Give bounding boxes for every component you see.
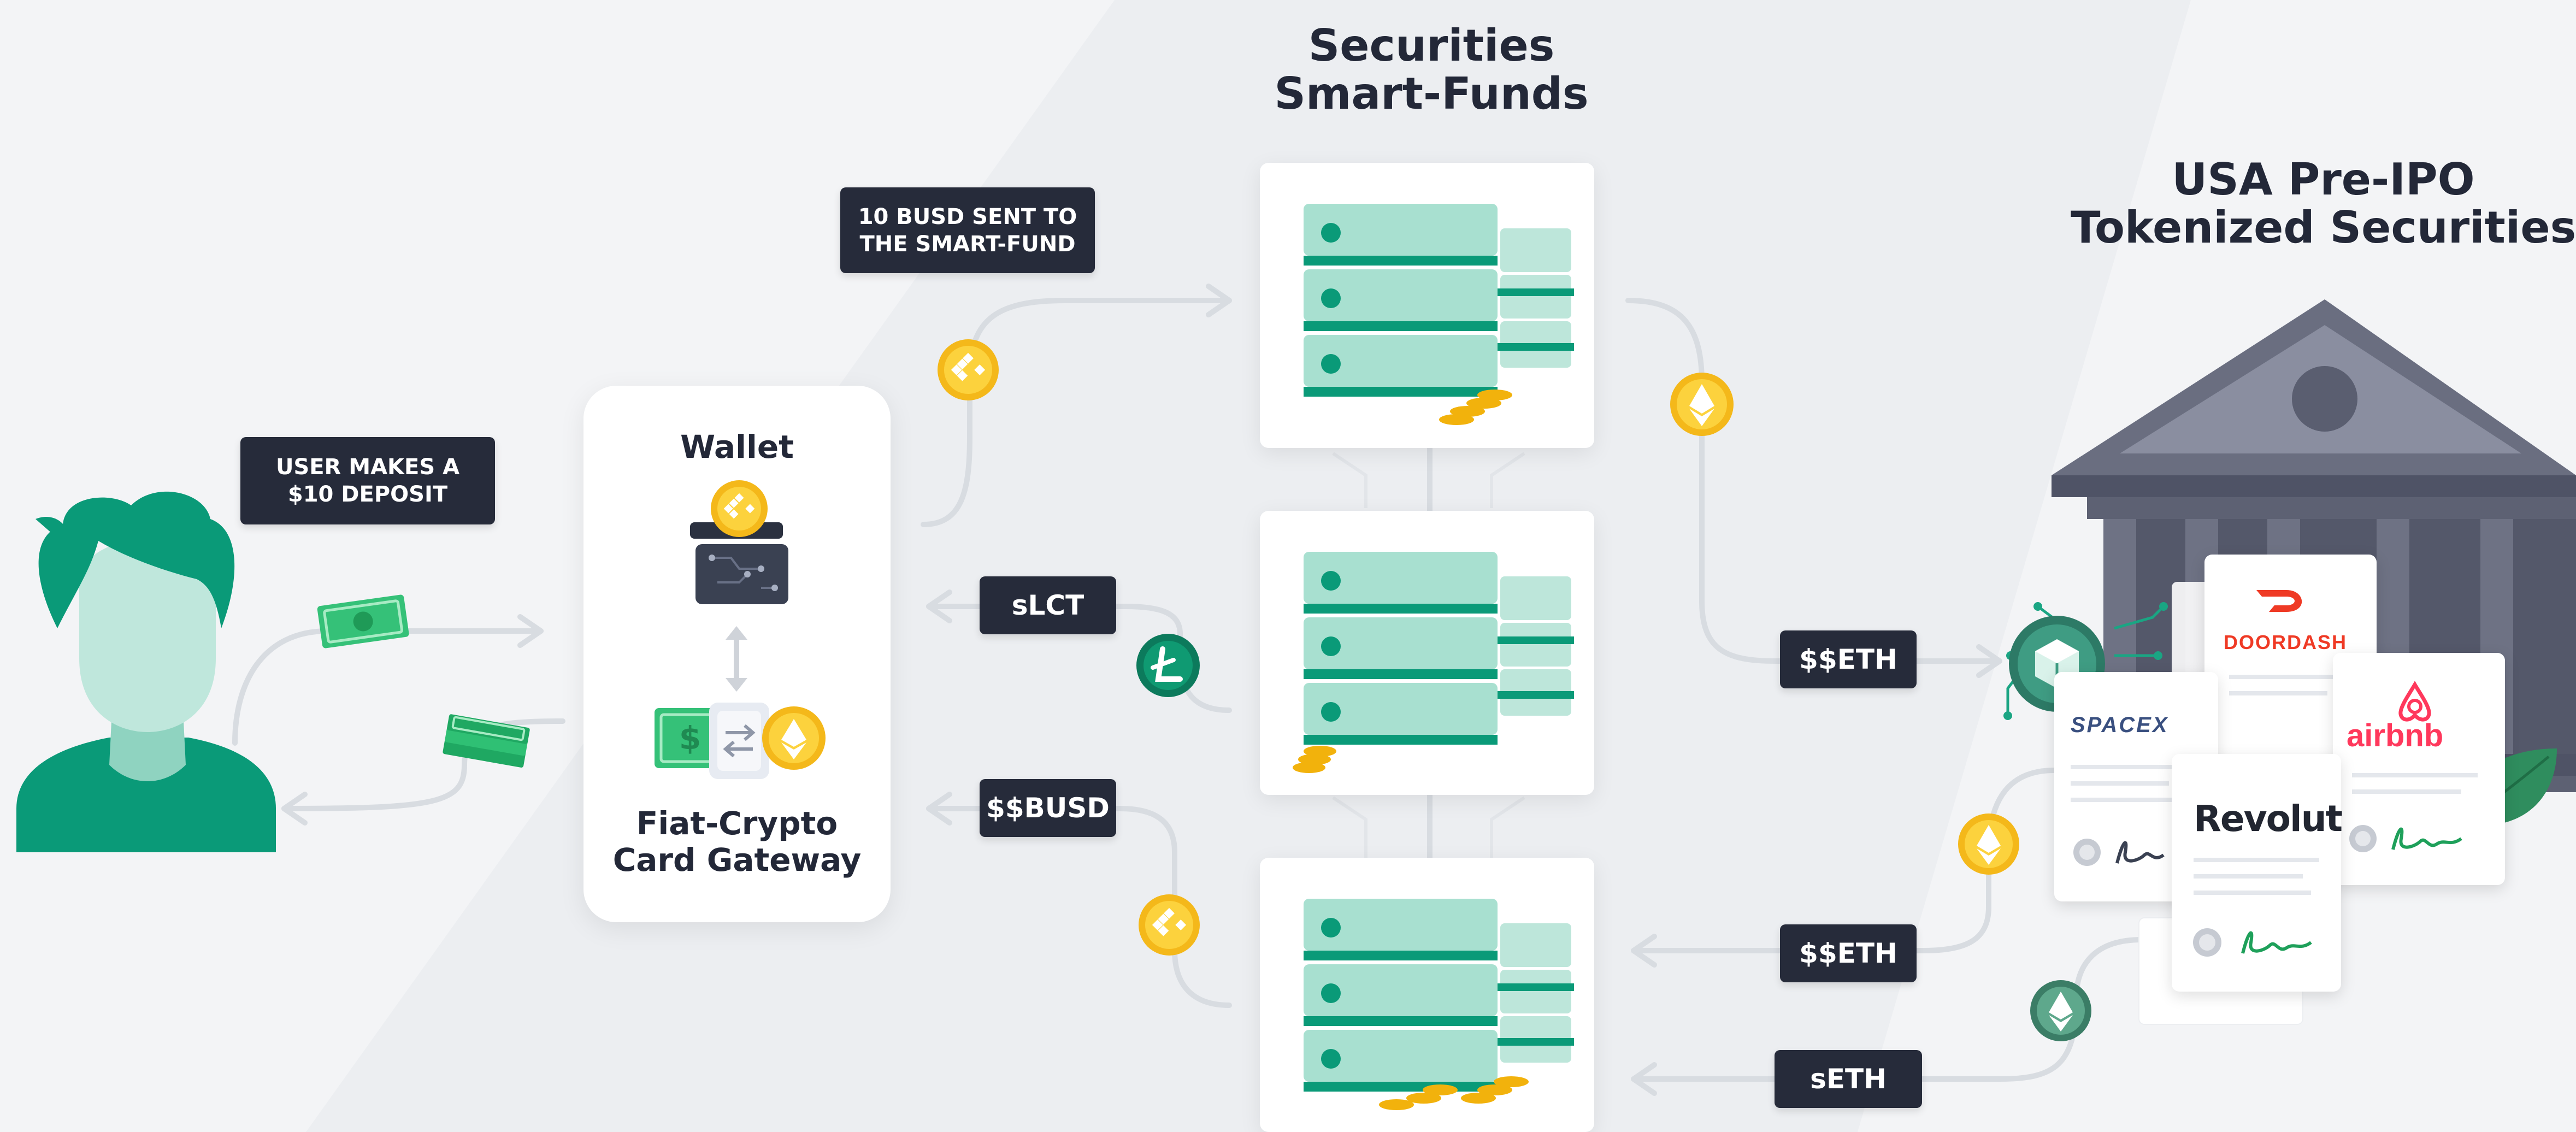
revolut-label: Revolut (2194, 798, 2343, 840)
usa-heading-line-1: USA Pre-IPO (2172, 154, 2475, 205)
seth-mid-tag: $$ETH (1780, 924, 1917, 982)
ethereum-coin-icon (1670, 373, 1734, 436)
ethereum-coin-icon (2030, 980, 2091, 1041)
litecoin-icon (1136, 634, 1200, 697)
deposit-tag-line-1: USER MAKES A (275, 455, 460, 480)
spacex-label: SPACEX (2071, 713, 2169, 737)
doordash-label: DOORDASH (2224, 631, 2348, 653)
sbusd-tag-label: $$BUSD (986, 792, 1110, 824)
sbusd-tag: $$BUSD (980, 779, 1116, 837)
usa-heading: USA Pre-IPO Tokenized Securities (2071, 156, 2576, 252)
seth-low-tag: sETH (1775, 1050, 1922, 1108)
seth-top-tag-label: $$ETH (1799, 643, 1897, 675)
gateway-title-line-1: Fiat-Crypto (636, 805, 838, 842)
server-stack-icon (1304, 899, 1574, 1110)
gateway-title: Fiat-Crypto Card Gateway (583, 805, 891, 878)
binance-coin-icon (1139, 894, 1200, 956)
deposit-tag: USER MAKES A $10 DEPOSIT (240, 437, 495, 524)
usa-heading-line-2: Tokenized Securities (2071, 202, 2576, 253)
server-stack-icon (1304, 204, 1574, 425)
seth-low-tag-label: sETH (1810, 1063, 1887, 1095)
securities-heading-line-2: Smart-Funds (1274, 68, 1589, 119)
airbnb-label: airbnb (2347, 718, 2444, 753)
server-stack-icon (1293, 552, 1574, 773)
exchange-arrow-icon (726, 626, 747, 692)
wallet-card: Wallet $ Fiat-Cr (583, 386, 891, 922)
circuit-traces (1332, 452, 1525, 858)
doordash-logo-icon (2256, 590, 2302, 612)
revolut-document: Revolut (2172, 754, 2343, 992)
slct-tag: sLCT (980, 576, 1116, 634)
busd-sent-tag-line-1: 10 BUSD SENT TO (858, 204, 1077, 229)
user-avatar-icon (16, 491, 276, 852)
signature-icon (2193, 928, 2312, 957)
securities-heading: Securities Smart-Funds (1235, 22, 1628, 118)
gateway-title-line-2: Card Gateway (612, 841, 862, 879)
slct-tag-label: sLCT (1011, 589, 1084, 621)
banknote-icon (317, 594, 409, 648)
signature-icon (2349, 825, 2462, 852)
cash-stack-icon (443, 714, 530, 768)
busd-sent-tag-line-2: THE SMART-FUND (859, 231, 1076, 257)
airbnb-document: airbnb (2333, 653, 2505, 885)
airbnb-logo-icon (2398, 681, 2431, 722)
busd-sent-tag: 10 BUSD SENT TO THE SMART-FUND (840, 187, 1095, 273)
wallet-title: Wallet (680, 428, 794, 465)
ethereum-coin-icon (1958, 813, 2019, 875)
signature-icon (2073, 839, 2165, 866)
svg-text:$: $ (679, 720, 701, 757)
wallet-icon (690, 480, 788, 604)
seth-mid-tag-label: $$ETH (1799, 937, 1897, 969)
securities-heading-line-1: Securities (1308, 20, 1555, 71)
card-gateway-icon: $ (655, 703, 826, 779)
binance-coin-icon (938, 339, 999, 400)
seth-top-tag: $$ETH (1780, 630, 1917, 688)
deposit-tag-line-2: $10 DEPOSIT (287, 482, 448, 507)
